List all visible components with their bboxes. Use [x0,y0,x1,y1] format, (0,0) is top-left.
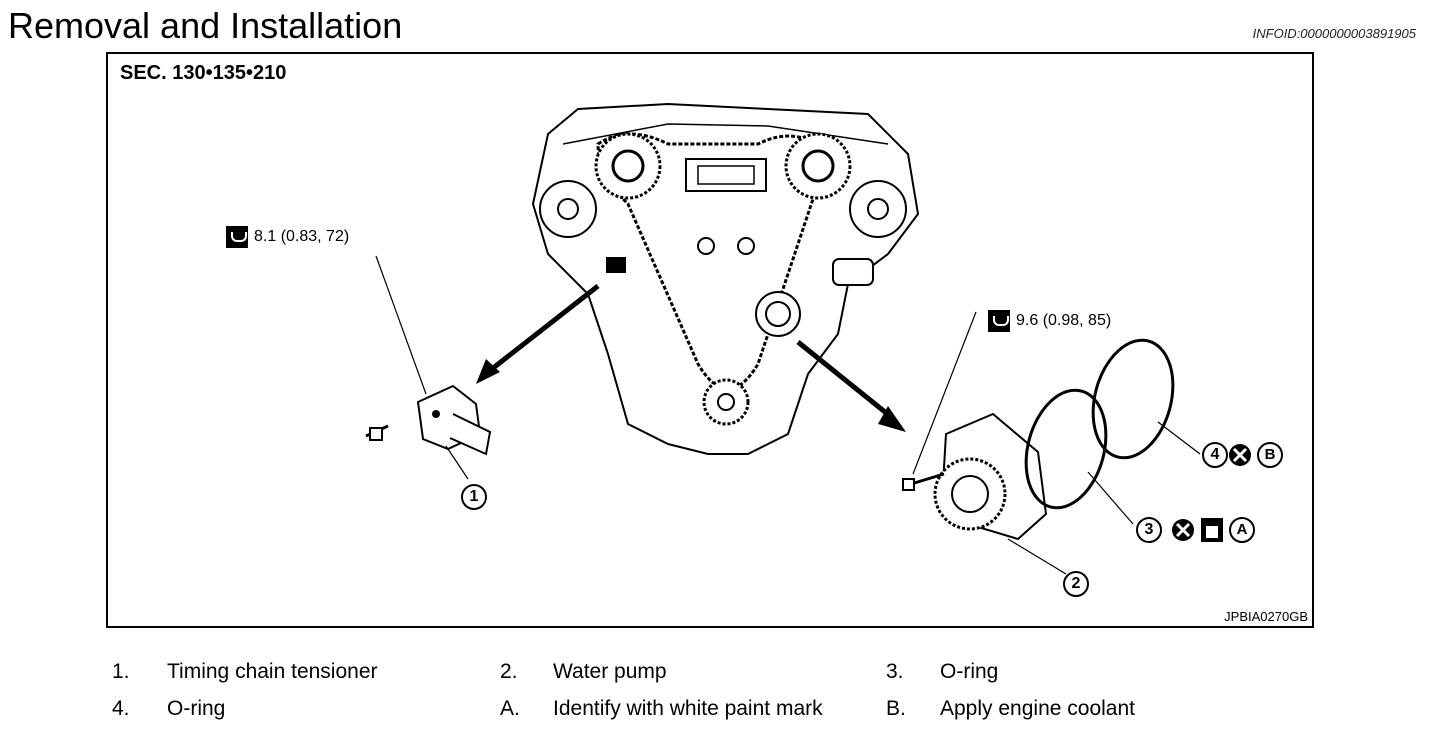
legend-number: 4. [112,697,130,720]
legend-number: A. [500,697,520,720]
legend-number: 2. [500,660,518,683]
torque-label-2: 9.6 (0.98, 85) [988,310,1111,332]
legend-number: B. [886,697,906,720]
torque-wrench-icon [988,310,1010,332]
legend-number: 3. [886,660,904,683]
callout-4: 4 [1202,442,1228,468]
torque-value-2: 9.6 (0.98, 85) [1016,312,1112,329]
legend-row: 1. Timing chain tensioner 2. Water pump … [112,660,1312,697]
legend-text: Timing chain tensioner [167,660,378,683]
apply-coolant-icon [1201,518,1223,542]
legend-number: 1. [112,660,130,683]
crank-sprocket [702,378,750,426]
legend-text: O-ring [940,660,999,683]
cam-sprocket-right [784,132,852,200]
timing-chain-tensioner-drawing [365,384,492,456]
mark-b: B [1257,442,1283,468]
torque-value-1: 8.1 (0.83, 72) [254,228,350,245]
do-not-reuse-icon [1172,444,1251,541]
callout-3: 3 [1136,517,1162,543]
callout-2: 2 [1063,571,1089,597]
water-pump-drawing [902,412,1048,541]
legend-text: Water pump [553,660,667,683]
legend-text: O-ring [167,697,226,720]
mark-a: A [1229,517,1255,543]
page-title: Removal and Installation [8,5,403,46]
legend-text: Apply engine coolant [940,697,1135,720]
parts-legend: 1. Timing chain tensioner 2. Water pump … [112,660,1312,734]
callout-1: 1 [461,484,487,510]
torque-wrench-icon [226,226,248,248]
cam-sprocket-left [594,132,662,200]
torque-label-1: 8.1 (0.83, 72) [226,226,349,248]
info-id: INFOID:0000000003891905 [1252,26,1416,41]
engine-illustration [365,102,1251,575]
figure-code: JPBIA0270GB [1224,609,1308,624]
exploded-view-figure: SEC. 130•135•210 JPBIA0270GB 8.1 (0.83, … [106,52,1314,628]
legend-row: 4. O-ring A. Identify with white paint m… [112,697,1312,734]
section-label: SEC. 130•135•210 [120,62,287,84]
outer-pulleys [539,180,907,238]
legend-text: Identify with white paint mark [553,697,823,720]
